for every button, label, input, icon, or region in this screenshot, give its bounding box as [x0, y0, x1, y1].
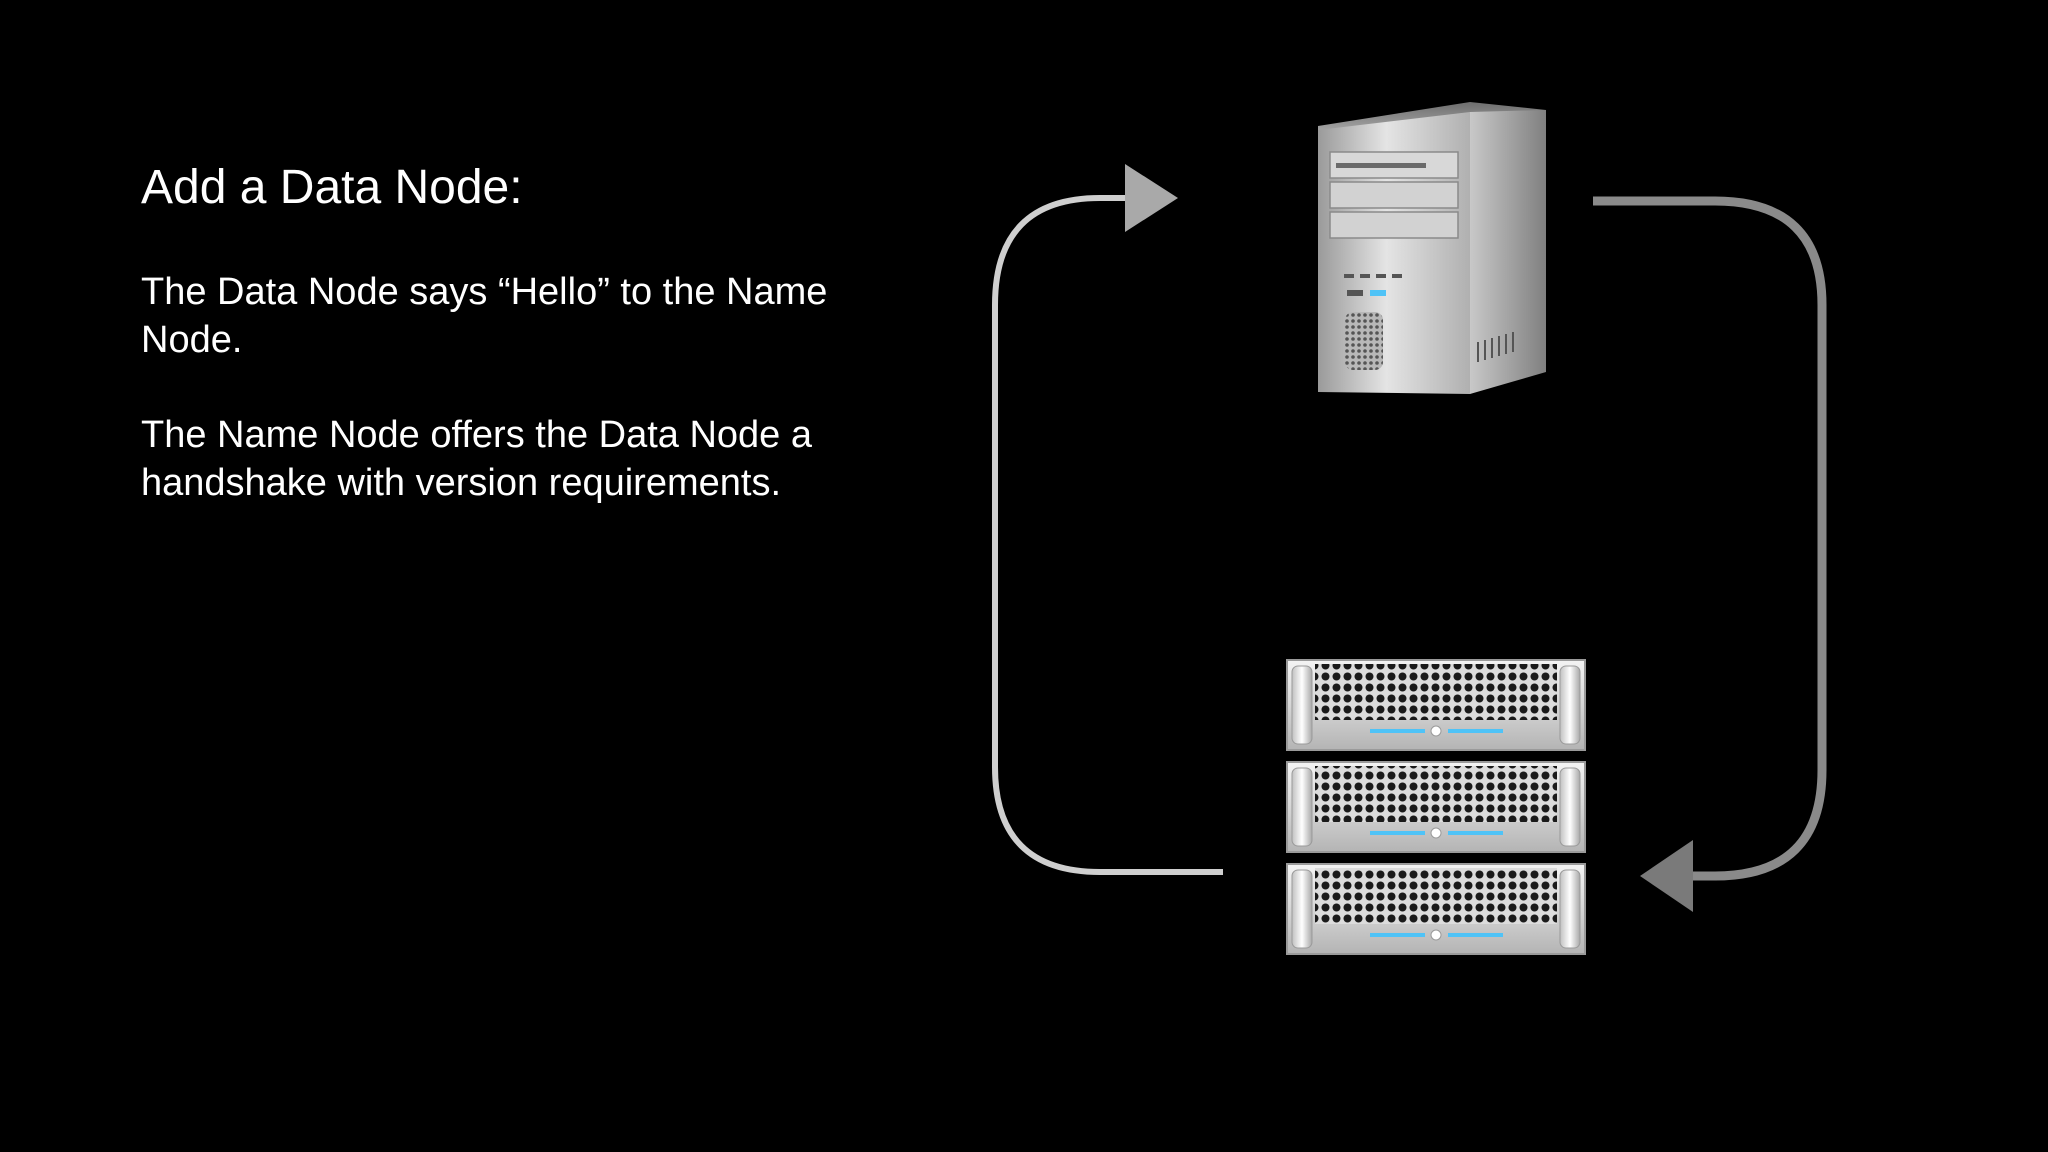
arrow-data-to-name-line — [992, 195, 1223, 875]
paragraph-hello: The Data Node says “Hello” to the Name N… — [141, 271, 828, 361]
rack-unit — [1286, 863, 1586, 955]
arrow-name-to-data — [1593, 196, 1827, 912]
tower-led — [1370, 290, 1386, 296]
rack-unit — [1286, 761, 1586, 853]
paragraph-handshake: The Name Node offers the Data Node a han… — [141, 414, 813, 504]
rack-server-icon — [1286, 659, 1586, 955]
arrow-name-to-data-line — [1593, 196, 1827, 881]
arrow-data-to-name-head — [1125, 164, 1178, 232]
arrow-name-to-data-head — [1640, 840, 1693, 912]
rack-unit — [1286, 659, 1586, 751]
slide-title: Add a Data Node: — [141, 161, 523, 214]
tower-computer-icon — [1318, 102, 1546, 394]
arrow-data-to-name — [992, 164, 1223, 875]
